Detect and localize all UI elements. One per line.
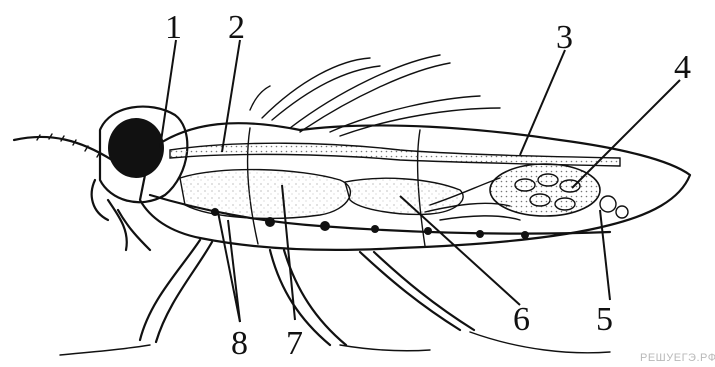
label-3: 3 bbox=[556, 19, 573, 56]
label-4: 4 bbox=[674, 49, 691, 86]
antenna bbox=[14, 134, 112, 160]
watermark: РЕШУЕГЭ.РФ bbox=[640, 352, 715, 364]
label-6: 6 bbox=[513, 301, 530, 338]
internal-organs bbox=[150, 143, 628, 239]
label-5: 5 bbox=[596, 301, 613, 338]
label-2: 2 bbox=[228, 9, 245, 46]
label-1: 1 bbox=[165, 9, 182, 46]
label-8: 8 bbox=[231, 325, 248, 362]
label-7: 7 bbox=[286, 325, 303, 362]
wings bbox=[250, 55, 500, 136]
compound-eye bbox=[108, 118, 164, 178]
